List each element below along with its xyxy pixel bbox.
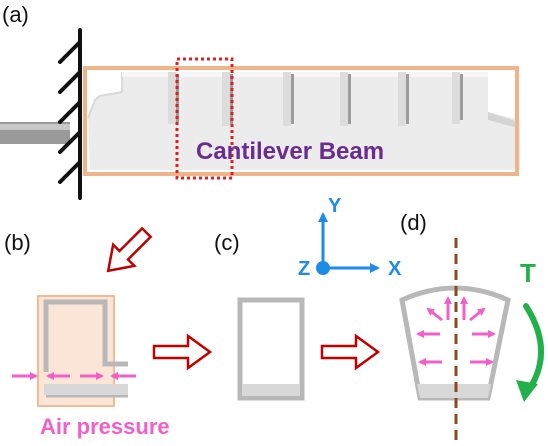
coordinate-axes: Y X Z <box>298 195 402 280</box>
closed-chamber <box>237 297 305 401</box>
panel-b: (b) Air pressure <box>4 230 170 439</box>
flow-arrow-c-to-d <box>320 333 381 371</box>
panel-c-label: (c) <box>214 230 240 255</box>
flow-arrow-b-to-c <box>152 333 213 371</box>
air-pressure-label: Air pressure <box>40 414 170 439</box>
mounting-rod <box>0 122 70 144</box>
torque-arrow <box>516 303 544 402</box>
deformed-chamber-base <box>417 384 491 398</box>
torque-label: T <box>520 258 536 288</box>
zoom-arrow <box>106 226 153 273</box>
chamber-selection-box <box>175 57 234 180</box>
chamber-base <box>44 384 128 395</box>
panel-d: (d) T <box>399 210 544 446</box>
pressure-arrows-d <box>416 296 496 366</box>
panel-a-label: (a) <box>2 2 29 27</box>
z-axis-label: Z <box>298 258 310 280</box>
z-axis-dot <box>316 261 330 275</box>
x-axis-label: X <box>388 258 402 280</box>
beam-label: Cantilever Beam <box>196 138 384 165</box>
closed-chamber-base <box>242 384 300 396</box>
panel-a: (a) <box>0 2 520 200</box>
cantilever-beam-body <box>87 72 520 170</box>
panel-d-label: (d) <box>400 210 427 235</box>
beam-chamber-walls <box>168 72 460 126</box>
panel-b-label: (b) <box>4 230 31 255</box>
fixed-wall <box>58 28 82 200</box>
panel-c: (c) <box>214 230 305 401</box>
beam-highlight-box <box>83 66 519 176</box>
y-axis-label: Y <box>328 195 342 217</box>
